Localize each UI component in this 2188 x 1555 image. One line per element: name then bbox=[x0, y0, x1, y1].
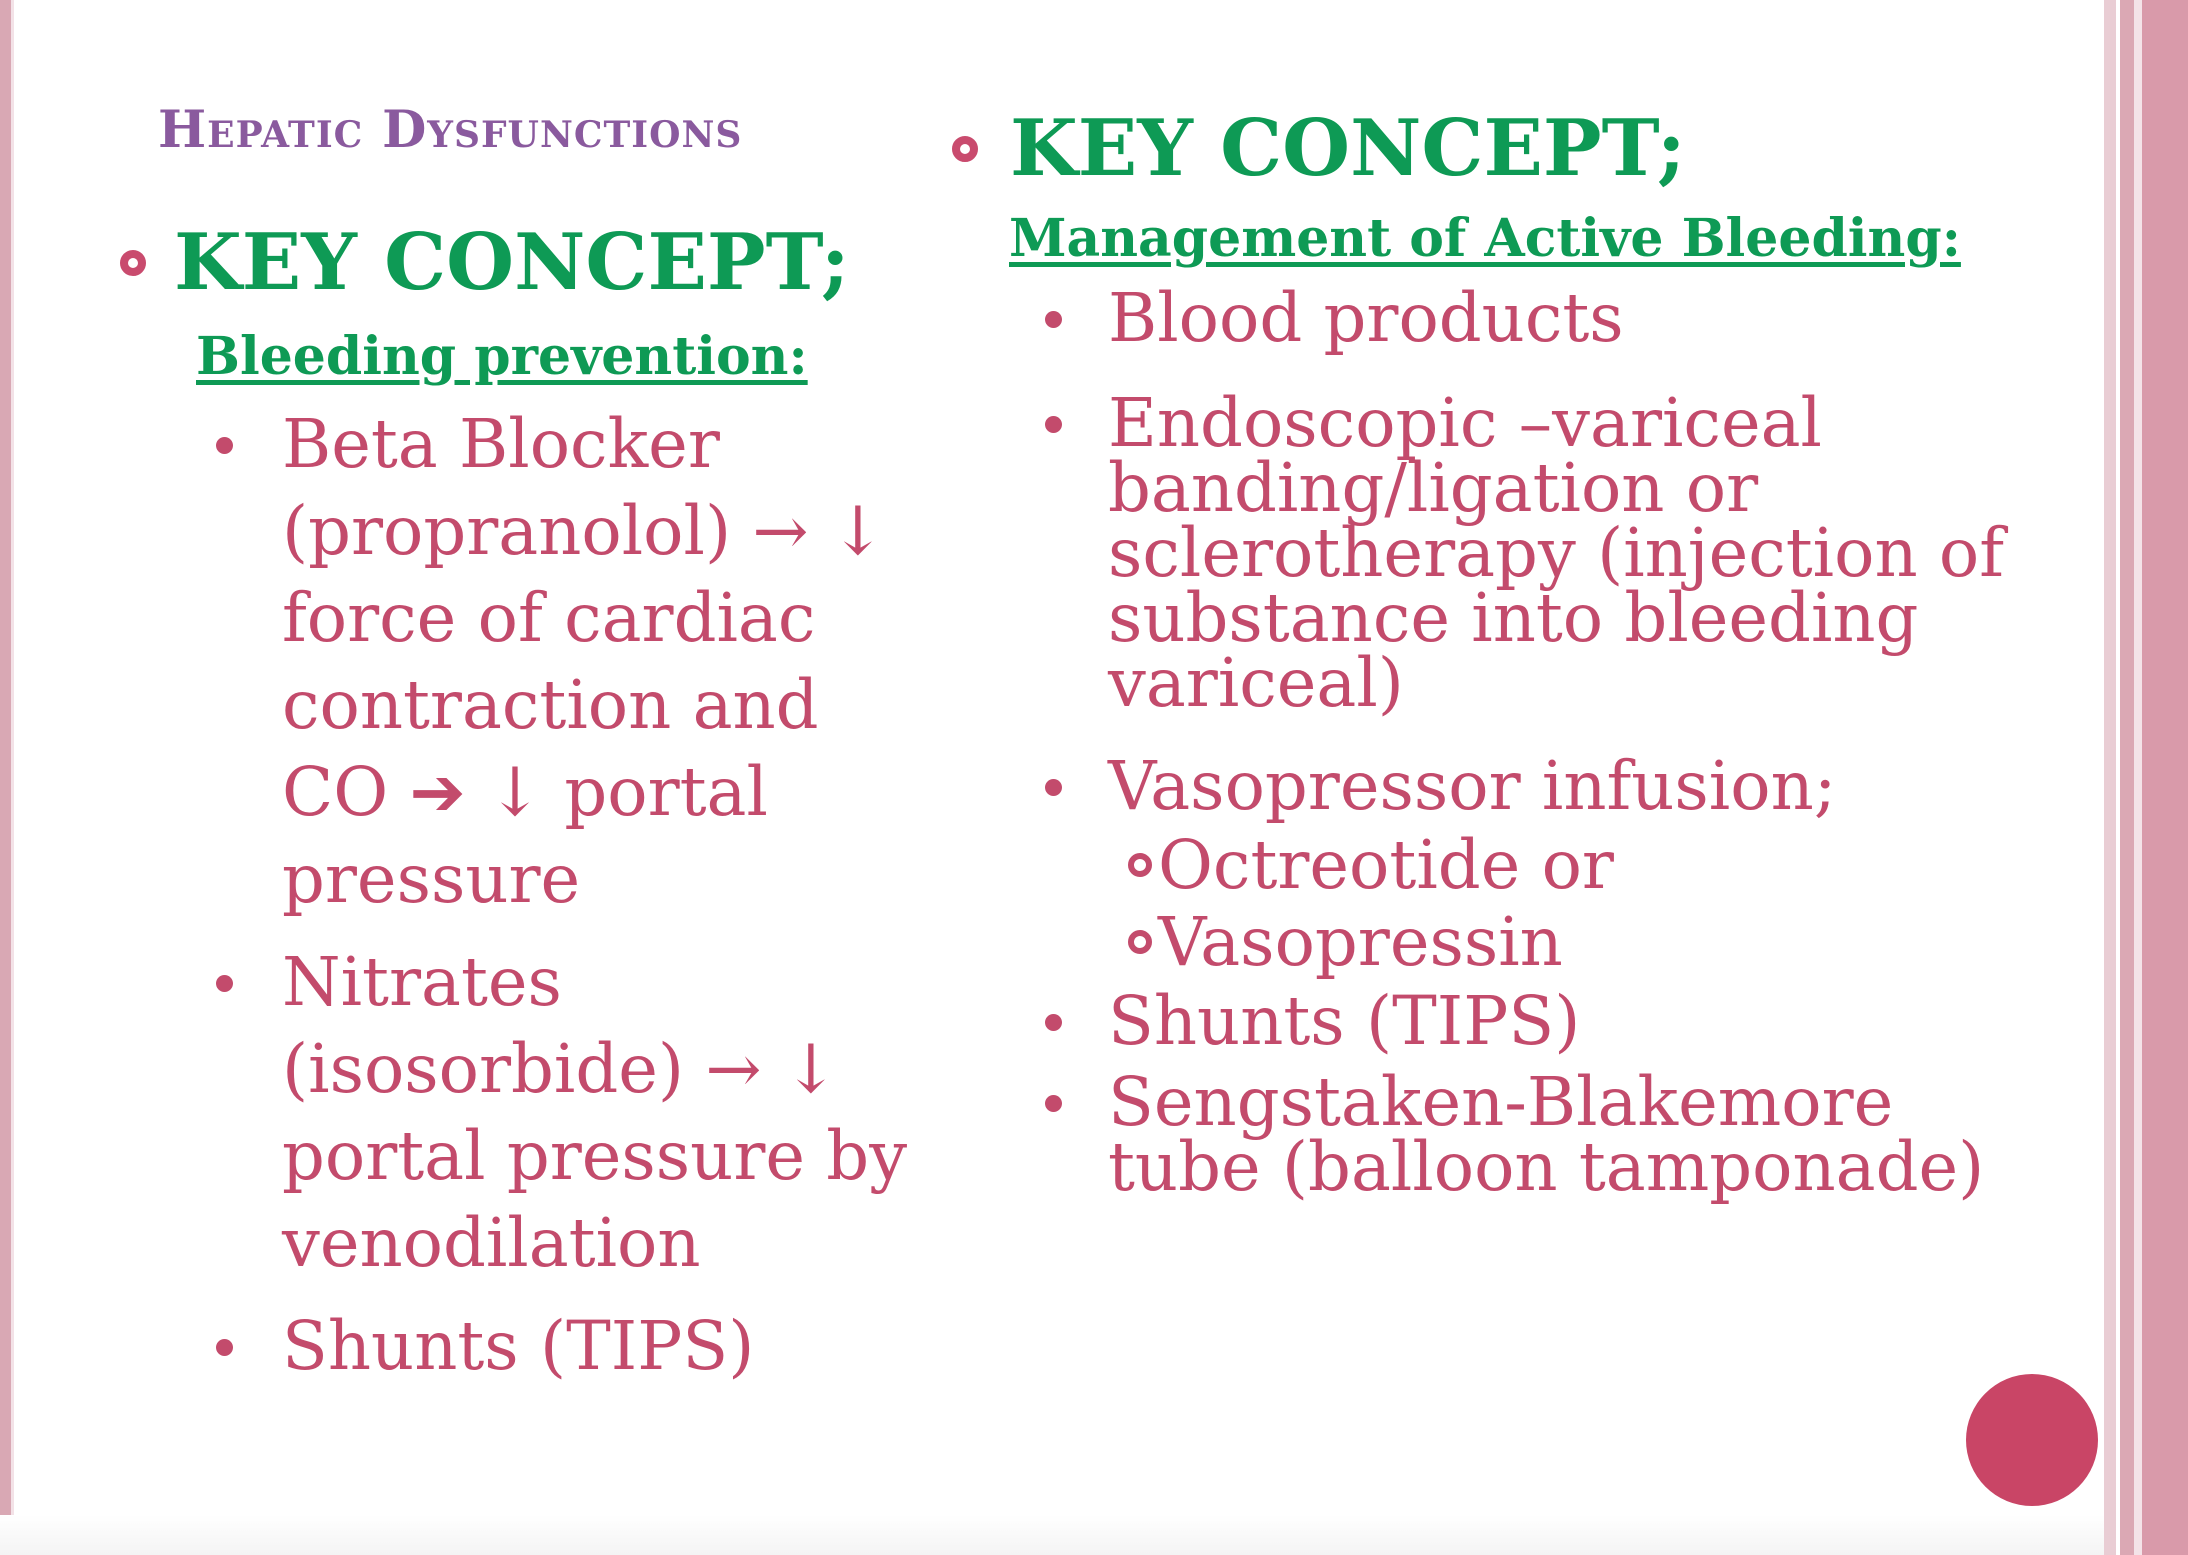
slide-header: Hepatic Dysfunctions bbox=[158, 100, 743, 160]
right-key-concept-text: KEY CONCEPT; bbox=[1010, 103, 1686, 194]
line: (isosorbide) → ↓ bbox=[282, 1029, 839, 1108]
bullet-dot-icon bbox=[1045, 1094, 1062, 1112]
line: sclerotherapy (injection of bbox=[1108, 513, 2005, 592]
list-item: Vasopressor infusion; bbox=[1045, 743, 2032, 830]
slide-left-border bbox=[0, 0, 11, 1555]
line: force of cardiac bbox=[282, 578, 816, 657]
right-key-concept: KEY CONCEPT; bbox=[952, 108, 2032, 190]
bullet-dot-icon bbox=[216, 1338, 233, 1356]
bullet-dot-icon bbox=[1045, 1013, 1062, 1031]
slide-left-border-inner bbox=[11, 0, 14, 1555]
slide-right-border bbox=[2104, 0, 2188, 1555]
left-column: KEY CONCEPT; Bleeding prevention: Beta B… bbox=[120, 222, 940, 1390]
left-bullet-list: Beta Blocker (propranolol) → ↓ force of … bbox=[216, 401, 940, 1390]
line: CO ➔ ↓ portal bbox=[282, 752, 768, 831]
sub-item-text: Vasopressin bbox=[1158, 902, 1563, 981]
right-bullet-list: Blood products Endoscopic –variceal band… bbox=[1045, 275, 2032, 830]
line: Nitrates bbox=[282, 942, 562, 1021]
line: Blood products bbox=[1108, 278, 1624, 357]
list-item: Beta Blocker (propranolol) → ↓ force of … bbox=[216, 401, 940, 923]
sub-item-text: Octreotide or bbox=[1158, 825, 1614, 904]
line: venodilation bbox=[282, 1203, 701, 1282]
bullet-dot-icon bbox=[1045, 310, 1062, 328]
line: Beta Blocker bbox=[282, 404, 720, 483]
left-subheading: Bleeding prevention: bbox=[196, 325, 808, 387]
line: tube (balloon tamponade) bbox=[1108, 1127, 1985, 1206]
bullet-dot-icon bbox=[1045, 415, 1062, 433]
bullet-dot-icon bbox=[1045, 778, 1062, 796]
line: substance into bleeding bbox=[1108, 578, 1919, 657]
line: Sengstaken-Blakemore bbox=[1108, 1062, 1894, 1141]
list-item: Blood products bbox=[1045, 275, 2032, 362]
right-bullet-list-continued: Shunts (TIPS) Sengstaken-Blakemore tube … bbox=[1045, 978, 2032, 1211]
line: Endoscopic –variceal bbox=[1108, 383, 1822, 462]
list-item: Sengstaken-Blakemore tube (balloon tampo… bbox=[1045, 1059, 2032, 1211]
bullet-dot-icon bbox=[216, 974, 233, 992]
line: variceal) bbox=[1108, 643, 1404, 722]
line: Shunts (TIPS) bbox=[1108, 981, 1581, 1060]
left-key-concept: KEY CONCEPT; bbox=[120, 222, 940, 304]
sub-list-item: Vasopressin bbox=[1128, 899, 2032, 986]
decorative-circle bbox=[1966, 1374, 2098, 1506]
line: pressure bbox=[282, 839, 581, 918]
line: portal pressure by bbox=[282, 1116, 908, 1195]
list-item: Shunts (TIPS) bbox=[216, 1303, 940, 1390]
ring-bullet-icon bbox=[120, 249, 146, 276]
sub-list-item: Octreotide or bbox=[1128, 822, 2032, 909]
line: (propranolol) → ↓ bbox=[282, 491, 886, 570]
right-sub-list: Octreotide or Vasopressin bbox=[1128, 822, 2032, 986]
list-item: Shunts (TIPS) bbox=[1045, 978, 2032, 1065]
list-item: Endoscopic –variceal banding/ligation or… bbox=[1045, 380, 2032, 727]
line: Vasopressor infusion; bbox=[1108, 746, 1837, 825]
line: contraction and bbox=[282, 665, 819, 744]
ring-sub-bullet-icon bbox=[1128, 853, 1152, 878]
right-column: KEY CONCEPT; Management of Active Bleedi… bbox=[952, 108, 2032, 1211]
bullet-dot-icon bbox=[216, 436, 233, 454]
line: Shunts (TIPS) bbox=[282, 1306, 755, 1385]
list-item: Nitrates (isosorbide) → ↓ portal pressur… bbox=[216, 939, 940, 1287]
ring-sub-bullet-icon bbox=[1128, 930, 1152, 955]
right-subheading: Management of Active Bleeding: bbox=[1009, 207, 1961, 269]
left-key-concept-text: KEY CONCEPT; bbox=[174, 217, 850, 308]
slide-bottom-shadow bbox=[0, 1515, 2104, 1555]
line: banding/ligation or bbox=[1108, 448, 1759, 527]
ring-bullet-icon bbox=[952, 135, 978, 162]
